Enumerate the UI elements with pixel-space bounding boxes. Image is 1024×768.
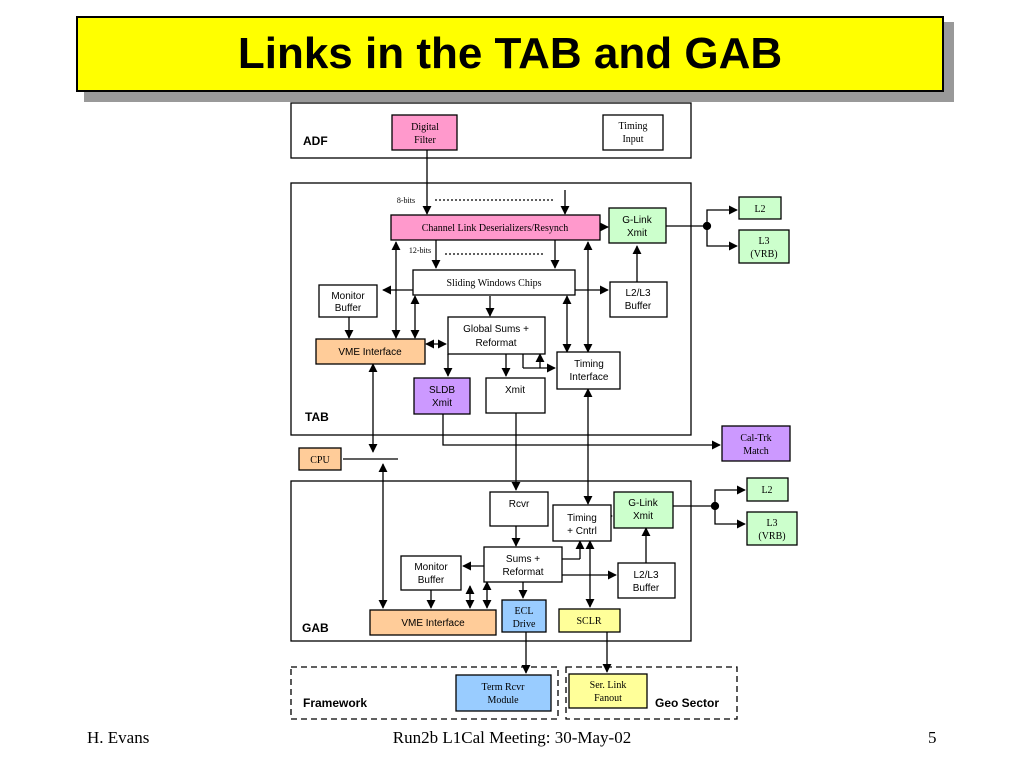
title-box: Links in the TAB and GAB [76,16,944,92]
sliding-windows-label: Sliding Windows Chips [447,278,542,289]
adf-section-label: ADF [303,134,328,148]
tab-monitor-buffer-block [318,284,378,318]
ser-link-label-1: Ser. Link [590,680,627,691]
caltrk-match-block [721,425,791,462]
tab-glink-block [608,207,667,244]
geo-sector-section-label: Geo Sector [655,696,719,710]
term-rcvr-label-2: Module [487,695,519,706]
gab-vme-label: VME Interface [401,618,465,629]
gab-l2-label: L2 [761,485,772,496]
digital-filter-block [391,114,458,151]
framework-section-label: Framework [303,696,367,710]
ecl-label-1: ECL [515,606,534,617]
gab-rcvr-block [489,491,549,527]
sldb-label-2: Xmit [432,398,452,409]
gab-vme-block [369,609,497,636]
tab-monitor-label-2: Buffer [335,303,362,314]
gab-timing-label-1: Timing [567,513,597,524]
gab-timing-cntrl-block [552,504,612,542]
gab-l3-block [746,511,798,546]
slide-title: Links in the TAB and GAB [237,29,783,78]
ser-link-fanout-block [568,673,648,709]
gab-l2l3-label-2: Buffer [633,583,660,594]
gab-rcvr-label: Rcvr [509,499,530,510]
tab-xmit-label: Xmit [505,385,525,396]
gab-monitor-label-2: Buffer [418,575,445,586]
gab-l3-label-2: (VRB) [758,531,785,542]
gab-sums-label-1: Sums + [506,554,540,565]
tab-l2l3-buffer-block [609,281,668,318]
term-rcvr-block [455,674,552,712]
tab-section-label: TAB [305,410,329,424]
digital-filter-label-2: Filter [414,135,436,146]
sldb-label-1: SLDB [429,385,455,396]
bits12-label: 12-bits [409,246,431,255]
gab-l2l3-label-1: L2/L3 [633,570,658,581]
ecl-drive-block [501,599,547,633]
gab-section-label: GAB [302,621,329,635]
global-sums-block [447,316,546,355]
channel-link-label: Channel Link Deserializers/Resynch [422,223,569,234]
tab-monitor-label-1: Monitor [331,291,365,302]
sclr-label: SCLR [576,616,601,627]
gab-sums-block [483,546,563,583]
ser-link-label-2: Fanout [594,693,622,704]
caltrk-label-2: Match [743,446,769,457]
global-sums-label-2: Reformat [475,338,516,349]
sldb-xmit-block [413,377,471,415]
sclr-block [558,608,621,633]
tab-timing-label-1: Timing [574,359,604,370]
tab-l3-label-1: L3 [758,236,769,247]
global-sums-label-1: Global Sums + [463,324,529,335]
gab-glink-block [613,491,674,529]
tab-l3-block [738,229,790,264]
tab-l2l3-label-1: L2/L3 [625,288,650,299]
caltrk-label-1: Cal-Trk [740,433,771,444]
tab-glink-label-1: G-Link [622,215,652,226]
gab-timing-label-2: + Cntrl [567,526,597,537]
cpu-block [298,447,342,471]
cpu-label: CPU [310,455,330,466]
gab-monitor-label-1: Monitor [414,562,448,573]
digital-filter-label-1: Digital [411,122,439,133]
tab-l3-label-2: (VRB) [750,249,777,260]
footer-author: H. Evans [87,728,150,747]
tab-timing-interface-block [556,351,621,390]
gab-sums-label-2: Reformat [502,567,543,578]
gab-monitor-buffer-block [400,555,462,591]
ecl-label-2: Drive [513,619,536,630]
tab-vme-label: VME Interface [338,347,402,358]
timing-input-label-2: Input [622,134,643,145]
gab-l2-block [746,477,789,502]
tab-l2-label: L2 [754,204,765,215]
timing-input-label-1: Timing [618,121,647,132]
footer-page-number: 5 [928,728,937,747]
tab-xmit-block [485,377,546,414]
gab-glink-label-1: G-Link [628,498,658,509]
gab-l2l3-buffer-block [617,562,676,599]
gab-l3-label-1: L3 [766,518,777,529]
gab-glink-label-2: Xmit [633,511,653,522]
footer-meeting: Run2b L1Cal Meeting: 30-May-02 [392,728,632,747]
tab-l2-block [738,196,782,220]
bits8-label: 8-bits [397,196,415,205]
geo-sector-box [565,666,738,720]
timing-input-block [602,114,664,151]
term-rcvr-label-1: Term Rcvr [482,682,526,693]
sliding-windows-block [412,269,576,296]
tab-glink-label-2: Xmit [627,228,647,239]
tab-timing-label-2: Interface [570,372,609,383]
framework-box [290,666,559,720]
channel-link-block [390,214,601,241]
tab-l2l3-label-2: Buffer [625,301,652,312]
tab-vme-block [315,338,426,365]
